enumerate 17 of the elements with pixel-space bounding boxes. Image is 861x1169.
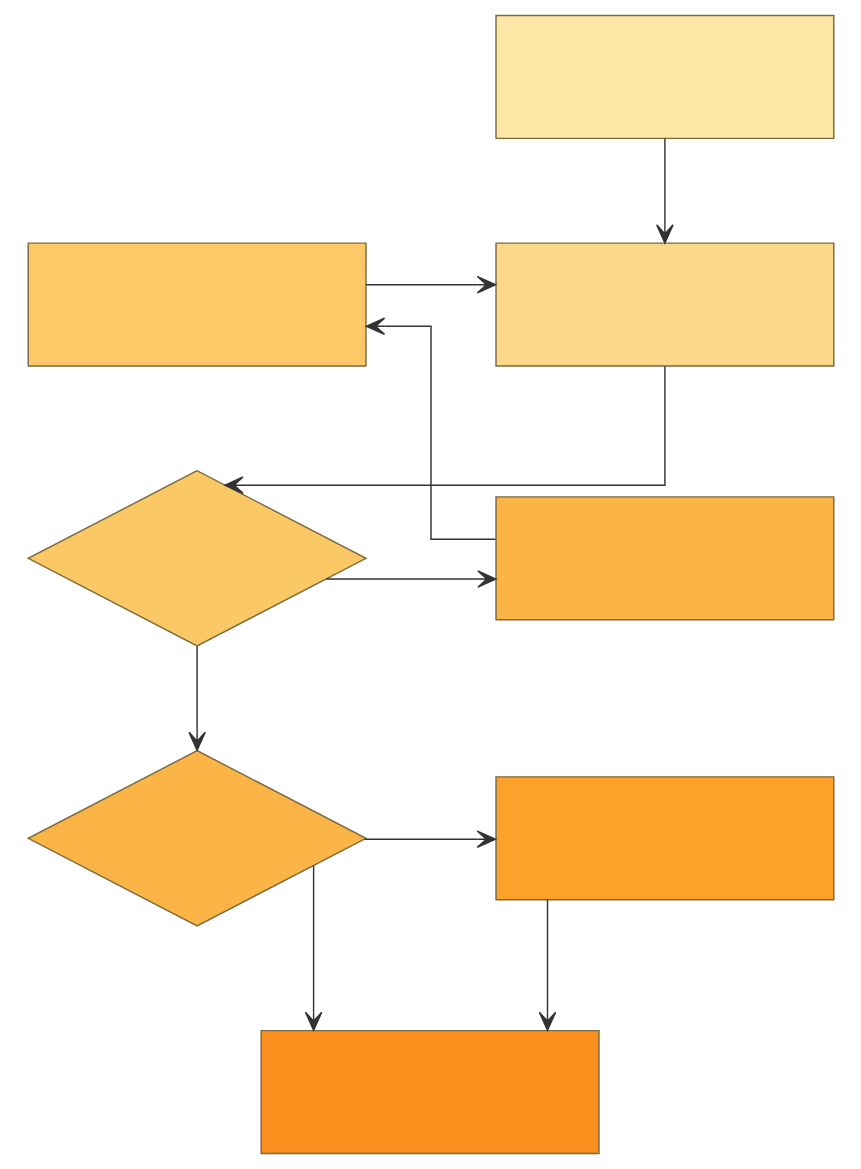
arrow — [324, 570, 497, 588]
arrow — [365, 317, 496, 541]
arrow — [223, 365, 666, 494]
node-box — [494, 496, 834, 621]
node-box — [494, 776, 834, 901]
node-diamond — [26, 469, 368, 647]
arrow — [187, 645, 206, 751]
node-box — [27, 242, 367, 367]
node-box — [494, 242, 834, 367]
node-box — [260, 1029, 600, 1155]
arrow — [538, 898, 556, 1031]
arrow — [655, 137, 674, 244]
arrow — [363, 830, 496, 848]
node-diamond — [26, 749, 368, 927]
arrow — [364, 275, 496, 294]
node-box — [494, 14, 834, 140]
arrow — [304, 865, 322, 1031]
